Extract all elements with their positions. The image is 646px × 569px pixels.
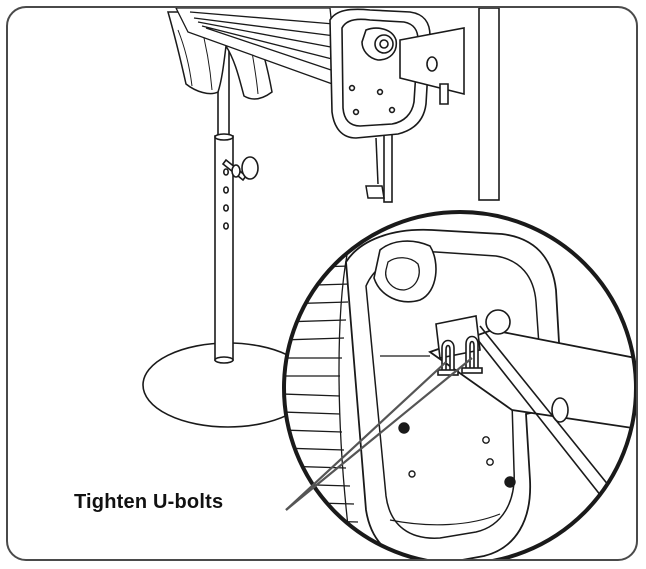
locking-pin — [221, 156, 259, 182]
illustration-frame — [6, 6, 638, 561]
mounting-bracket — [399, 27, 465, 105]
pull-cord — [365, 137, 385, 199]
callout-label: Tighten U-bolts — [74, 491, 224, 513]
stand-pole — [214, 8, 234, 364]
callout-leaders — [285, 357, 473, 511]
support-pole — [383, 8, 500, 203]
housing-screws — [398, 422, 516, 488]
magnified-detail — [284, 228, 636, 559]
